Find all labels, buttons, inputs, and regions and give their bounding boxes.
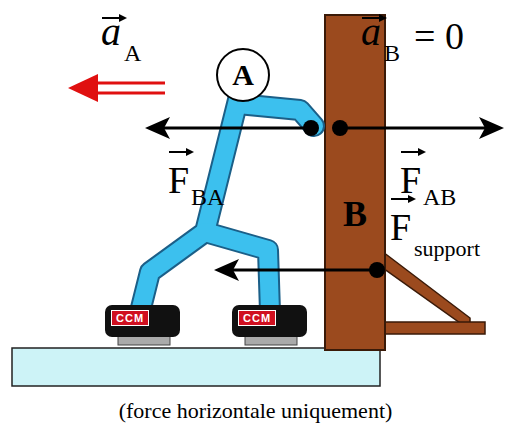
equation: = 0 [414,14,464,58]
post-block: B [325,15,385,350]
head-circle: A [216,48,270,102]
skater-figure [140,100,314,312]
symbol: F [400,158,421,202]
subscript: BA [191,184,224,211]
symbol: F [168,158,189,202]
arrow-head [214,259,239,281]
subscript: A [124,40,141,67]
symbol: a [361,8,381,55]
caption: (force horizontale uniquement) [0,398,511,424]
symbol: a [101,8,121,55]
contact-dot [369,262,385,278]
force-arrow [228,269,377,272]
subscript: AB [423,184,456,211]
symbol: F [390,205,411,249]
contact-dot [332,120,348,136]
node-label: A [232,58,254,92]
support-base [383,322,485,334]
contact-dot [303,120,319,136]
ice-surface [12,348,380,386]
subscript: support [414,236,480,262]
force-arrow [340,127,490,130]
post [325,15,385,350]
acceleration-arrow [68,74,165,102]
node-label: B [343,193,367,235]
subscript: B [384,40,400,67]
arrow-head [145,117,170,139]
arrow-head [479,117,504,139]
force-arrow [160,127,311,130]
brand-logo: CCM [111,310,149,326]
brand-logo: CCM [238,310,276,326]
skate-boot [105,305,180,337]
support-strut [383,252,470,330]
skate-boot [232,305,307,337]
